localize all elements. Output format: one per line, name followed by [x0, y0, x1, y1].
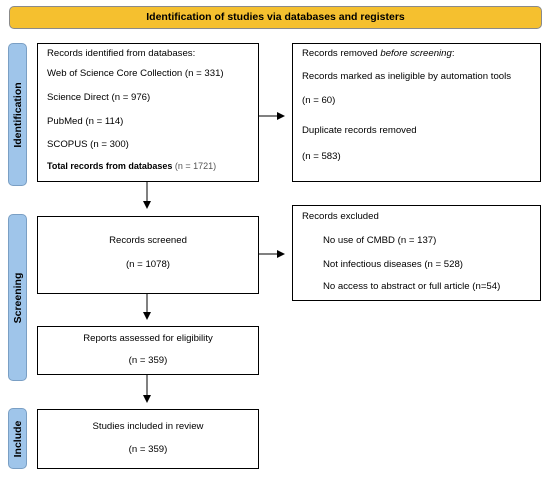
- assessed-value: (n = 359): [128, 355, 168, 366]
- ineligible-label: Records marked as ineligible by automati…: [302, 71, 512, 82]
- reports-assessed-box: Reports assessed for eligibility (n = 35…: [37, 326, 259, 375]
- source-science-direct: Science Direct (n = 976): [47, 92, 151, 103]
- phase-include: Include: [8, 408, 27, 469]
- removed-heading: Records removed before screening:: [302, 48, 455, 59]
- duplicates-label: Duplicate records removed: [302, 125, 417, 136]
- screened-value: (n = 1078): [125, 259, 170, 270]
- source-scopus: SCOPUS (n = 300): [47, 139, 129, 150]
- screened-label: Records screened: [109, 235, 187, 246]
- records-excluded-box: Records excluded No use of CMBD (n = 137…: [292, 205, 541, 301]
- phase-identification: Identification: [8, 43, 27, 186]
- records-removed-box: Records removed before screening: Record…: [292, 43, 541, 182]
- source-web-of-science: Web of Science Core Collection (n = 331): [47, 68, 224, 79]
- banner-title: Identification of studies via databases …: [9, 6, 542, 29]
- phase-screening: Screening: [8, 214, 27, 381]
- included-value: (n = 359): [128, 444, 168, 455]
- studies-included-box: Studies included in review (n = 359): [37, 409, 259, 469]
- identified-heading: Records identified from databases:: [47, 48, 196, 59]
- duplicates-value: (n = 583): [302, 151, 341, 162]
- records-screened-box: Records screened (n = 1078): [37, 216, 259, 294]
- excluded-reason: No use of CMBD (n = 137): [323, 235, 437, 246]
- excluded-reason: No access to abstract or full article (n…: [323, 281, 501, 292]
- total-records-label: Total records from databases: [47, 161, 173, 171]
- excluded-reason: Not infectious diseases (n = 528): [323, 259, 463, 270]
- excluded-heading: Records excluded: [302, 211, 379, 222]
- included-label: Studies included in review: [92, 421, 204, 432]
- assessed-label: Reports assessed for eligibility: [83, 333, 213, 344]
- source-pubmed: PubMed (n = 114): [47, 116, 124, 127]
- removed-heading-emphasis: before screening: [380, 48, 452, 59]
- ineligible-value: (n = 60): [302, 95, 336, 106]
- total-records-value: (n = 1721): [174, 161, 217, 171]
- records-identified-box: Records identified from databases: Web o…: [37, 43, 259, 182]
- total-records: Total records from databases (n = 1721): [47, 160, 216, 172]
